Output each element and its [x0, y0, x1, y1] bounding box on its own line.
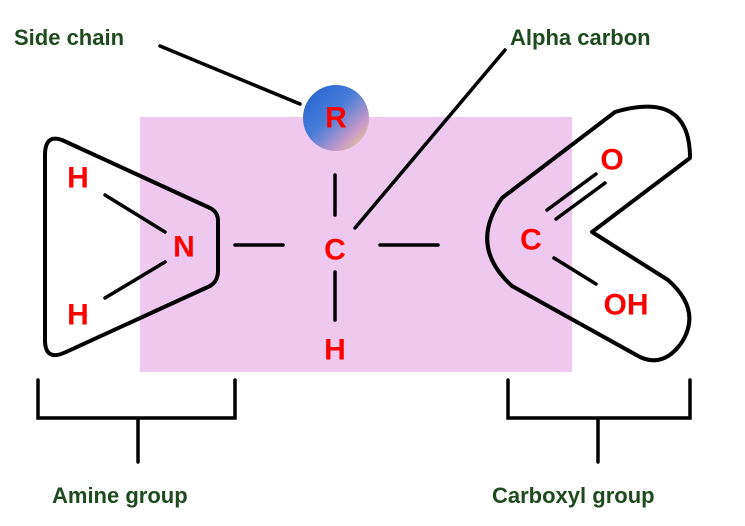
- carboxyl-c: C: [520, 224, 542, 257]
- bond-h-n-top: [103, 193, 167, 234]
- backbone-highlight: [140, 117, 572, 372]
- carboxyl-group-outline: [485, 104, 692, 363]
- alpha-c: C: [324, 234, 346, 267]
- amine-n: N: [173, 231, 195, 264]
- side-chain-pointer: [158, 44, 302, 106]
- r-group-sphere: [303, 85, 369, 151]
- carboxyl-oh: OH: [604, 289, 649, 322]
- side-chain-label: Side chain: [14, 25, 124, 50]
- alpha-carbon-pointer: [353, 48, 507, 230]
- bond-h-n-bottom: [103, 260, 167, 300]
- double-bond-2: [554, 181, 607, 221]
- carboxyl-o: O: [600, 144, 623, 177]
- alpha-carbon-label: Alpha carbon: [510, 25, 651, 50]
- carboxyl-bracket: [506, 378, 692, 464]
- amine-h-bottom: H: [67, 299, 89, 332]
- double-bond-1: [545, 172, 598, 212]
- amine-group-outline: [43, 136, 220, 357]
- amine-bracket: [36, 378, 237, 464]
- carboxyl-group-label: Carboxyl group: [492, 483, 655, 508]
- r-atom: R: [325, 102, 347, 135]
- amine-h-top: H: [67, 162, 89, 195]
- bond-c-oh: [552, 256, 598, 286]
- amine-group-label: Amine group: [52, 483, 188, 508]
- alpha-h: H: [324, 334, 346, 367]
